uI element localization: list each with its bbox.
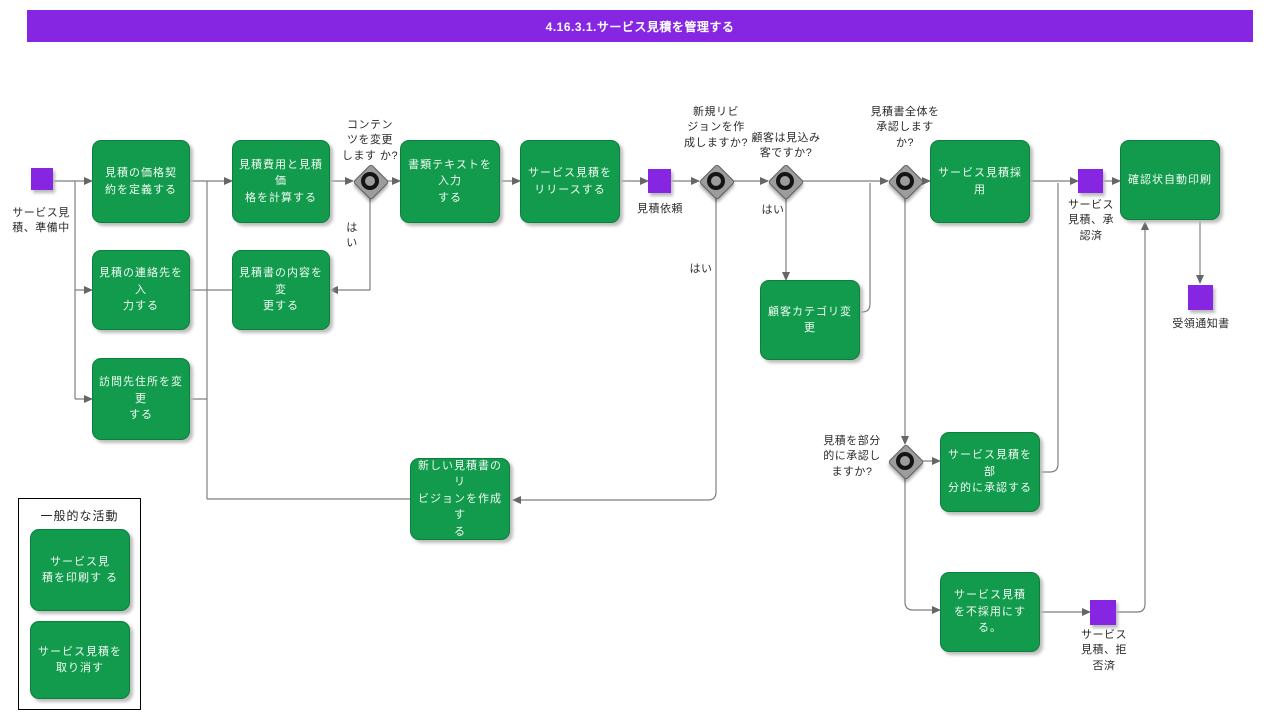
task-adopt-quote[interactable]: サービス見積採 用 [930,140,1030,223]
inclusive-gateway-icon [896,172,914,190]
label-quote-approved: サービス 見積、承 認済 [1068,199,1114,242]
task-label: サービス見積を リリースする [528,167,612,196]
label-start-event: サービス見 積、準備中 [12,207,70,235]
label-yes-content: は い [346,222,358,250]
task-partially-approve[interactable]: サービス見積を部 分的に承認する [940,432,1040,512]
task-label: 見積の価格契 約を定義する [105,167,177,196]
task-label: 見積費用と見積価 格を計算する [239,158,323,204]
gateway-new-revision[interactable] [698,163,736,201]
task-label: サービス見積 を不採用にす る。 [953,589,1027,635]
label-quote-rejected: サービス 見積、拒 否済 [1081,629,1127,672]
inclusive-gateway-icon [776,172,794,190]
page-title: 4.16.3.1.サービス見積を管理する [545,19,735,34]
task-label: 見積の連絡先を入 力する [99,267,183,313]
task-change-visit-address[interactable]: 訪問先住所を変更 する [92,358,190,440]
task-label: サービス見積を 取り消す [38,645,122,675]
task-label: 書類テキストを入力 する [408,158,492,204]
task-label: 訪問先住所を変更 する [99,376,183,422]
label-yes-revision: はい [689,263,713,275]
label-approve-whole-question: 見積書全体を 承認します か? [870,106,940,149]
task-enter-document-text[interactable]: 書類テキストを入力 する [400,140,500,223]
legend-box: 一般的な活動 サービス見 積を印刷す る サービス見積を 取り消す [18,498,141,710]
gateway-approve-whole[interactable] [887,163,925,201]
label-new-revision-question: 新規リビ ジョンを作 成しますか? [683,106,749,149]
label-partial-approve-question: 見積を部分 的に承認し ますか? [823,435,881,478]
label-quote-request: 見積依頼 [637,203,683,215]
inclusive-gateway-icon [361,172,379,190]
event-quote-request[interactable] [648,169,671,193]
task-create-new-revision[interactable]: 新しい見積書のリ ビジョンを作成す る [410,458,510,540]
event-quote-approved[interactable] [1078,169,1103,193]
gateway-change-content[interactable] [352,163,390,201]
event-receipt-notice[interactable] [1188,285,1213,310]
gateway-prospect[interactable] [767,163,805,201]
legend-task-print-quote[interactable]: サービス見 積を印刷す る [30,529,130,611]
task-label: サービス見積を部 分的に承認する [948,449,1032,495]
event-start[interactable] [31,168,53,190]
task-calculate-cost-price[interactable]: 見積費用と見積価 格を計算する [232,140,330,223]
title-bar: 4.16.3.1.サービス見積を管理する [27,10,1253,42]
inclusive-gateway-icon [707,172,725,190]
task-label: 新しい見積書のリ ビジョンを作成す る [418,459,502,538]
task-define-price-agreement[interactable]: 見積の価格契 約を定義する [92,140,190,223]
event-quote-rejected[interactable] [1090,600,1116,625]
task-reject-quote[interactable]: サービス見積 を不採用にす る。 [940,572,1040,652]
inclusive-gateway-icon [896,452,914,470]
legend-task-cancel-quote[interactable]: サービス見積を 取り消す [30,621,130,699]
gateway-partial-approve[interactable] [887,443,925,481]
legend-title: 一般的な活動 [40,509,119,523]
label-yes-prospect: はい [761,204,785,216]
task-label: 見積書の内容を変 更する [239,267,323,313]
task-change-quote-content[interactable]: 見積書の内容を変 更する [232,250,330,330]
task-change-customer-category[interactable]: 顧客カテゴリ変更 [760,280,860,360]
task-print-confirmation[interactable]: 確認状自動印刷 [1120,140,1220,220]
label-prospect-question: 顧客は見込み 客ですか? [751,132,821,160]
task-label: サービス見 積を印刷す る [41,555,119,585]
task-label: サービス見積採 用 [938,167,1022,196]
task-label: 確認状自動印刷 [1128,173,1212,186]
task-label: 顧客カテゴリ変更 [768,305,852,335]
label-receipt-notice: 受領通知書 [1172,318,1230,330]
task-enter-contact[interactable]: 見積の連絡先を入 力する [92,250,190,330]
label-change-content-question: コンテン ツを変更 します か? [341,119,399,162]
task-release-quote[interactable]: サービス見積を リリースする [520,140,620,223]
